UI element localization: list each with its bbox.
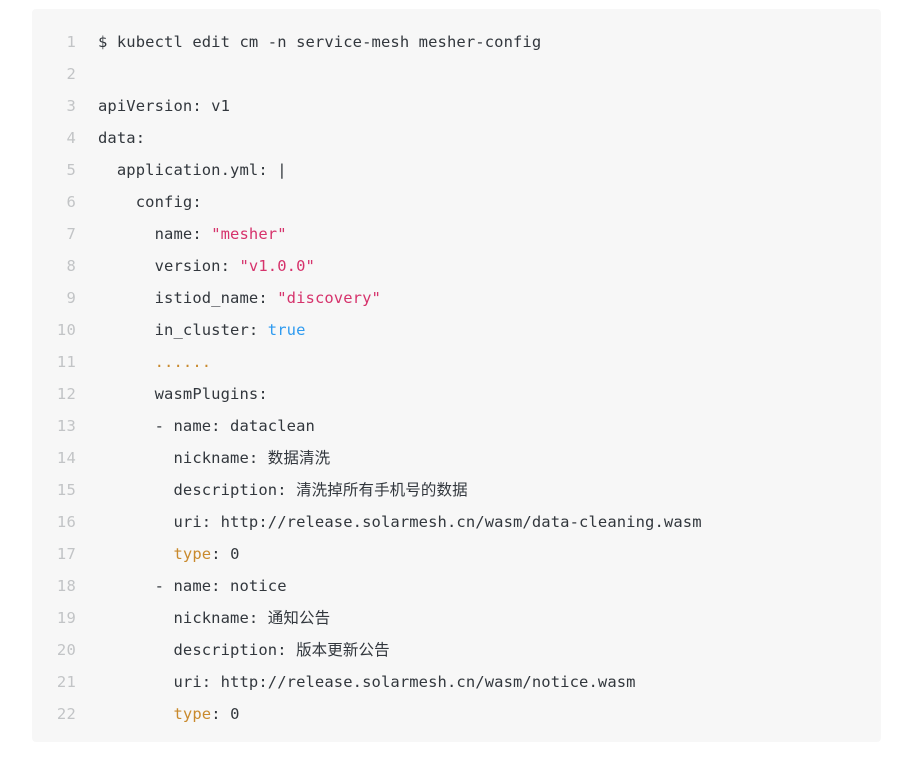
line-number: 17 xyxy=(56,545,76,563)
code-token: nickname: 通知公告 xyxy=(98,609,331,627)
code-token: "v1.0.0" xyxy=(239,257,315,275)
code-token xyxy=(98,545,173,563)
code-block[interactable]: 1 $ kubectl edit cm -n service-mesh meshe… xyxy=(32,9,881,742)
line-number: 9 xyxy=(66,289,76,307)
line-number: 7 xyxy=(66,225,76,243)
code-line: 17 type: 0 xyxy=(32,538,881,570)
code-line: 13 - name: dataclean xyxy=(32,410,881,442)
code-line: 9 istiod_name: "discovery" xyxy=(32,282,881,314)
code-line-text: description: 清洗掉所有手机号的数据 xyxy=(76,474,468,506)
line-number: 16 xyxy=(56,513,76,531)
line-number: 19 xyxy=(56,609,76,627)
code-token: : 0 xyxy=(211,705,240,723)
line-number: 11 xyxy=(56,353,76,371)
code-token: : 0 xyxy=(211,545,240,563)
code-line-text: istiod_name: "discovery" xyxy=(76,282,381,314)
code-token: data: xyxy=(98,129,146,147)
line-number: 12 xyxy=(56,385,76,403)
code-token: - name: dataclean xyxy=(98,417,315,435)
line-number: 6 xyxy=(66,193,76,211)
code-token: "discovery" xyxy=(277,289,381,307)
line-number: 14 xyxy=(56,449,76,467)
line-number: 18 xyxy=(56,577,76,595)
code-token: uri: http://release.solarmesh.cn/wasm/da… xyxy=(98,513,702,531)
code-line-text: in_cluster: true xyxy=(76,314,306,346)
code-token: description: 清洗掉所有手机号的数据 xyxy=(98,481,468,499)
code-token: "mesher" xyxy=(211,225,287,243)
code-line: 7 name: "mesher" xyxy=(32,218,881,250)
code-line: 22 type: 0 xyxy=(32,698,881,730)
code-line-text: description: 版本更新公告 xyxy=(76,634,390,666)
code-line-text: - name: notice xyxy=(76,570,287,602)
code-token: nickname: 数据清洗 xyxy=(98,449,331,467)
code-token: type xyxy=(173,705,212,723)
line-number: 13 xyxy=(56,417,76,435)
line-number: 4 xyxy=(66,129,76,147)
code-line-text: $ kubectl edit cm -n service-mesh mesher… xyxy=(76,26,541,58)
code-line: 2 xyxy=(32,58,881,90)
code-token: uri: http://release.solarmesh.cn/wasm/no… xyxy=(98,673,636,691)
line-number: 15 xyxy=(56,481,76,499)
code-token xyxy=(98,705,173,723)
code-line-text: - name: dataclean xyxy=(76,410,315,442)
code-token xyxy=(98,353,155,371)
code-line-text: version: "v1.0.0" xyxy=(76,250,315,282)
code-line: 12 wasmPlugins: xyxy=(32,378,881,410)
code-token: description: 版本更新公告 xyxy=(98,641,390,659)
code-line-text: name: "mesher" xyxy=(76,218,287,250)
code-line-list: 1 $ kubectl edit cm -n service-mesh meshe… xyxy=(32,9,881,730)
code-line: 11 ...... xyxy=(32,346,881,378)
code-token: wasmPlugins: xyxy=(98,385,268,403)
line-number: 21 xyxy=(56,673,76,691)
code-line: 19 nickname: 通知公告 xyxy=(32,602,881,634)
code-line-text: apiVersion: v1 xyxy=(76,90,230,122)
code-token: true xyxy=(267,321,306,339)
code-line-text: type: 0 xyxy=(76,698,240,730)
code-line: 14 nickname: 数据清洗 xyxy=(32,442,881,474)
code-line: 4 data: xyxy=(32,122,881,154)
line-number: 3 xyxy=(66,97,76,115)
line-number: 2 xyxy=(66,65,76,83)
code-token: config: xyxy=(98,193,202,211)
code-line-text: data: xyxy=(76,122,145,154)
code-line-text: nickname: 数据清洗 xyxy=(76,442,330,474)
code-line: 20 description: 版本更新公告 xyxy=(32,634,881,666)
code-line-text: type: 0 xyxy=(76,538,240,570)
code-token: - name: notice xyxy=(98,577,287,595)
code-line: 21 uri: http://release.solarmesh.cn/wasm… xyxy=(32,666,881,698)
code-token: name: xyxy=(98,225,212,243)
code-line-text: application.yml: | xyxy=(76,154,287,186)
code-token: apiVersion: v1 xyxy=(98,97,231,115)
code-line: 3 apiVersion: v1 xyxy=(32,90,881,122)
code-token: version: xyxy=(98,257,240,275)
code-line: 6 config: xyxy=(32,186,881,218)
line-number: 10 xyxy=(56,321,76,339)
code-line: 1 $ kubectl edit cm -n service-mesh meshe… xyxy=(32,26,881,58)
line-number: 1 xyxy=(66,33,76,51)
code-line: 8 version: "v1.0.0" xyxy=(32,250,881,282)
code-token: in_cluster: xyxy=(98,321,268,339)
code-token: ...... xyxy=(154,353,212,371)
line-number: 5 xyxy=(66,161,76,179)
code-line-text: ...... xyxy=(76,346,211,378)
code-line: 10 in_cluster: true xyxy=(32,314,881,346)
code-line: 15 description: 清洗掉所有手机号的数据 xyxy=(32,474,881,506)
line-number: 22 xyxy=(56,705,76,723)
code-line: 16 uri: http://release.solarmesh.cn/wasm… xyxy=(32,506,881,538)
code-token: application.yml: | xyxy=(98,161,287,179)
line-number: 8 xyxy=(66,257,76,275)
code-line-text: nickname: 通知公告 xyxy=(76,602,330,634)
code-token: istiod_name: xyxy=(98,289,278,307)
code-line: 5 application.yml: | xyxy=(32,154,881,186)
code-token: $ kubectl edit cm -n service-mesh mesher… xyxy=(98,33,542,51)
code-line-text: wasmPlugins: xyxy=(76,378,268,410)
code-line-text: uri: http://release.solarmesh.cn/wasm/no… xyxy=(76,666,636,698)
code-line: 18 - name: notice xyxy=(32,570,881,602)
line-number: 20 xyxy=(56,641,76,659)
code-line-text: uri: http://release.solarmesh.cn/wasm/da… xyxy=(76,506,702,538)
code-line-text: config: xyxy=(76,186,202,218)
code-token: type xyxy=(173,545,212,563)
